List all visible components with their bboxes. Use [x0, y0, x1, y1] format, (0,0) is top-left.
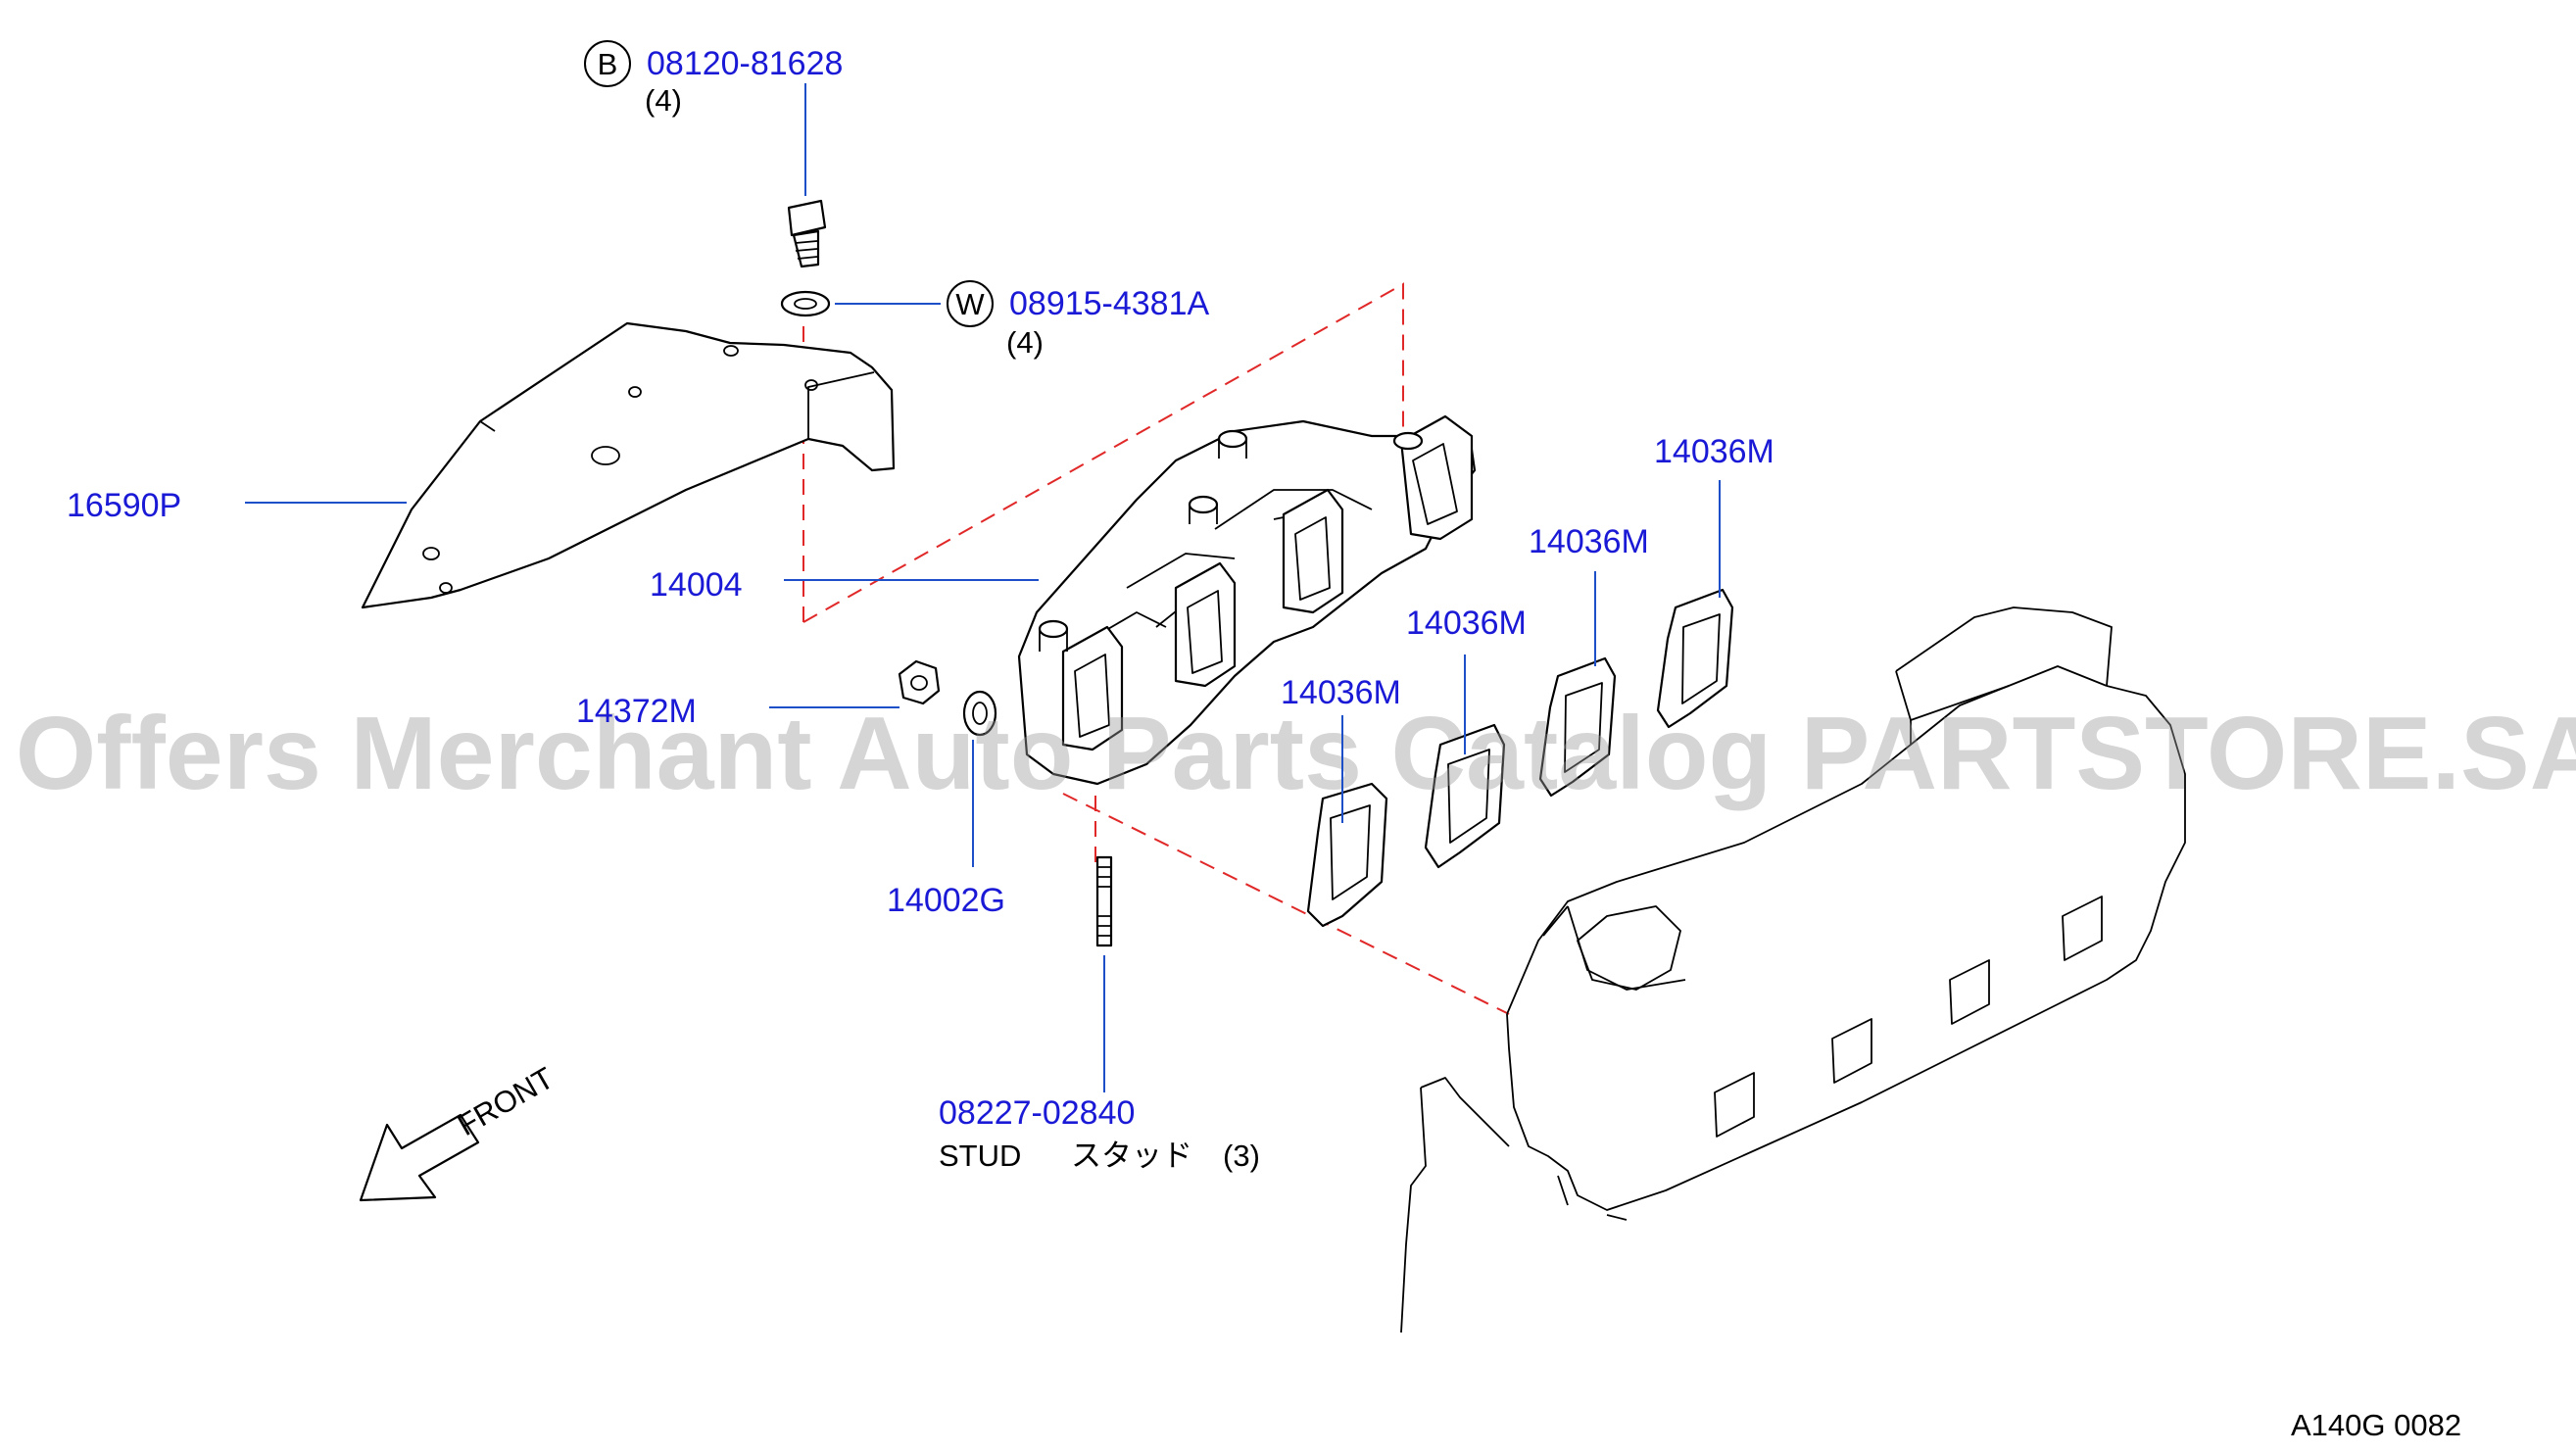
part-number-washer[interactable]: 08915-4381A [1009, 285, 1210, 322]
marker-w-circle: W [947, 280, 994, 327]
stud-name-jp: スタッド [1071, 1139, 1192, 1174]
heat-insulator-drawing [361, 321, 896, 609]
assembly-guide-lines [802, 282, 1510, 1015]
cylinder-head-drawing [1400, 606, 2186, 1333]
qty-bolt: (4) [645, 83, 682, 118]
small-washer-drawing [962, 690, 997, 737]
part-number-gasket-1[interactable]: 14036M [1281, 674, 1401, 711]
part-number-stud[interactable]: 08227-02840 [939, 1094, 1135, 1132]
marker-w-letter: W [955, 287, 985, 321]
part-number-bolt[interactable]: 08120-81628 [647, 45, 843, 82]
part-number-small-washer[interactable]: 14002G [887, 882, 1005, 919]
part-number-heat-insulator[interactable]: 16590P [67, 487, 181, 524]
qty-washer: (4) [1006, 325, 1044, 360]
front-label: FRONT [452, 1060, 559, 1142]
watermark-text: Offers Merchant Auto Parts Catalog PARTS… [16, 696, 2576, 811]
marker-b-circle: B [584, 40, 631, 87]
stud-name: STUD [939, 1139, 1021, 1173]
washer-drawing [780, 290, 831, 317]
exhaust-manifold-drawing [1017, 414, 1477, 786]
stud-drawing [1095, 855, 1113, 947]
leader-lines [245, 83, 1721, 1092]
bolt-drawing [787, 199, 827, 268]
gasket-drawings [1306, 588, 1734, 928]
part-number-gasket-2[interactable]: 14036M [1406, 605, 1527, 642]
part-number-manifold[interactable]: 14004 [650, 566, 743, 604]
part-number-gasket-3[interactable]: 14036M [1529, 523, 1649, 560]
marker-b-letter: B [598, 47, 618, 81]
front-arrow [359, 1113, 480, 1202]
part-number-nut[interactable]: 14372M [576, 693, 697, 730]
part-number-gasket-4[interactable]: 14036M [1654, 433, 1774, 470]
qty-stud: (3) [1223, 1139, 1260, 1173]
figure-code: A140G 0082 [2291, 1408, 2461, 1442]
nut-drawing [898, 659, 941, 705]
